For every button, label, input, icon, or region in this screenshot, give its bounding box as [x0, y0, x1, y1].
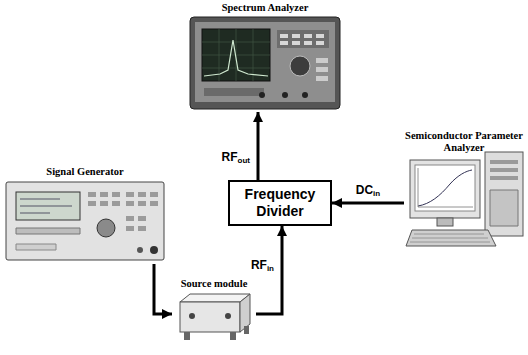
generator-display [16, 192, 80, 220]
display-readout [20, 199, 72, 213]
buttons [316, 58, 328, 81]
plot-axes [418, 168, 473, 207]
analyzer-screen [202, 29, 270, 81]
module-front [180, 302, 240, 332]
signal-connector [257, 112, 260, 180]
process-box: Frequency Divider [228, 180, 332, 226]
keyboard [406, 230, 496, 246]
module-port [225, 313, 231, 319]
module-port [189, 313, 195, 319]
instrument-title: Semiconductor Parameter Analyzer [404, 130, 524, 154]
instrument-source-module: Source module [172, 278, 256, 344]
port [282, 92, 288, 98]
tuning-knob [290, 56, 310, 76]
key-rows [410, 234, 490, 242]
signal-connector [332, 202, 404, 205]
monitor-screen [415, 165, 475, 211]
box-label: Frequency Divider [236, 186, 324, 220]
button-panel [277, 30, 329, 48]
screen-grid [202, 29, 270, 81]
generator-case [6, 182, 164, 260]
module-feet [184, 326, 249, 340]
buttons [126, 216, 146, 231]
instrument-title: Source module [172, 278, 256, 290]
analyzer-tower [485, 152, 523, 236]
instrument-signal-generator: Signal Generator [2, 166, 168, 264]
monitor [410, 160, 480, 218]
signal-label: DCin [354, 184, 382, 197]
signal-label: RFout [220, 151, 252, 164]
rf-input-port [259, 92, 265, 98]
monitor-stand [437, 218, 453, 226]
smu-slots [490, 190, 518, 226]
instrument-parameter-analyzer: Semiconductor Parameter Analyzer [404, 130, 524, 250]
softkey-row [16, 228, 80, 234]
module-top [180, 294, 250, 302]
instrument-title: Spectrum Analyzer [186, 2, 344, 14]
iv-curve [418, 170, 472, 206]
generator-knob [97, 219, 115, 237]
buttons [280, 34, 324, 45]
screen-trace [204, 40, 268, 76]
port [137, 247, 143, 253]
port [302, 92, 308, 98]
power-switch [16, 244, 56, 250]
signal-label: RFin [249, 259, 276, 272]
signal-connector [154, 264, 172, 314]
softkey-row [204, 88, 264, 96]
rf-output-port [150, 246, 158, 254]
analyzer-case [190, 17, 340, 109]
instrument-spectrum-analyzer: Spectrum Analyzer [186, 2, 344, 112]
drive-slots [490, 160, 518, 180]
analyzer-front [195, 22, 335, 102]
instrument-title: Signal Generator [2, 166, 168, 178]
buttons [88, 192, 158, 206]
